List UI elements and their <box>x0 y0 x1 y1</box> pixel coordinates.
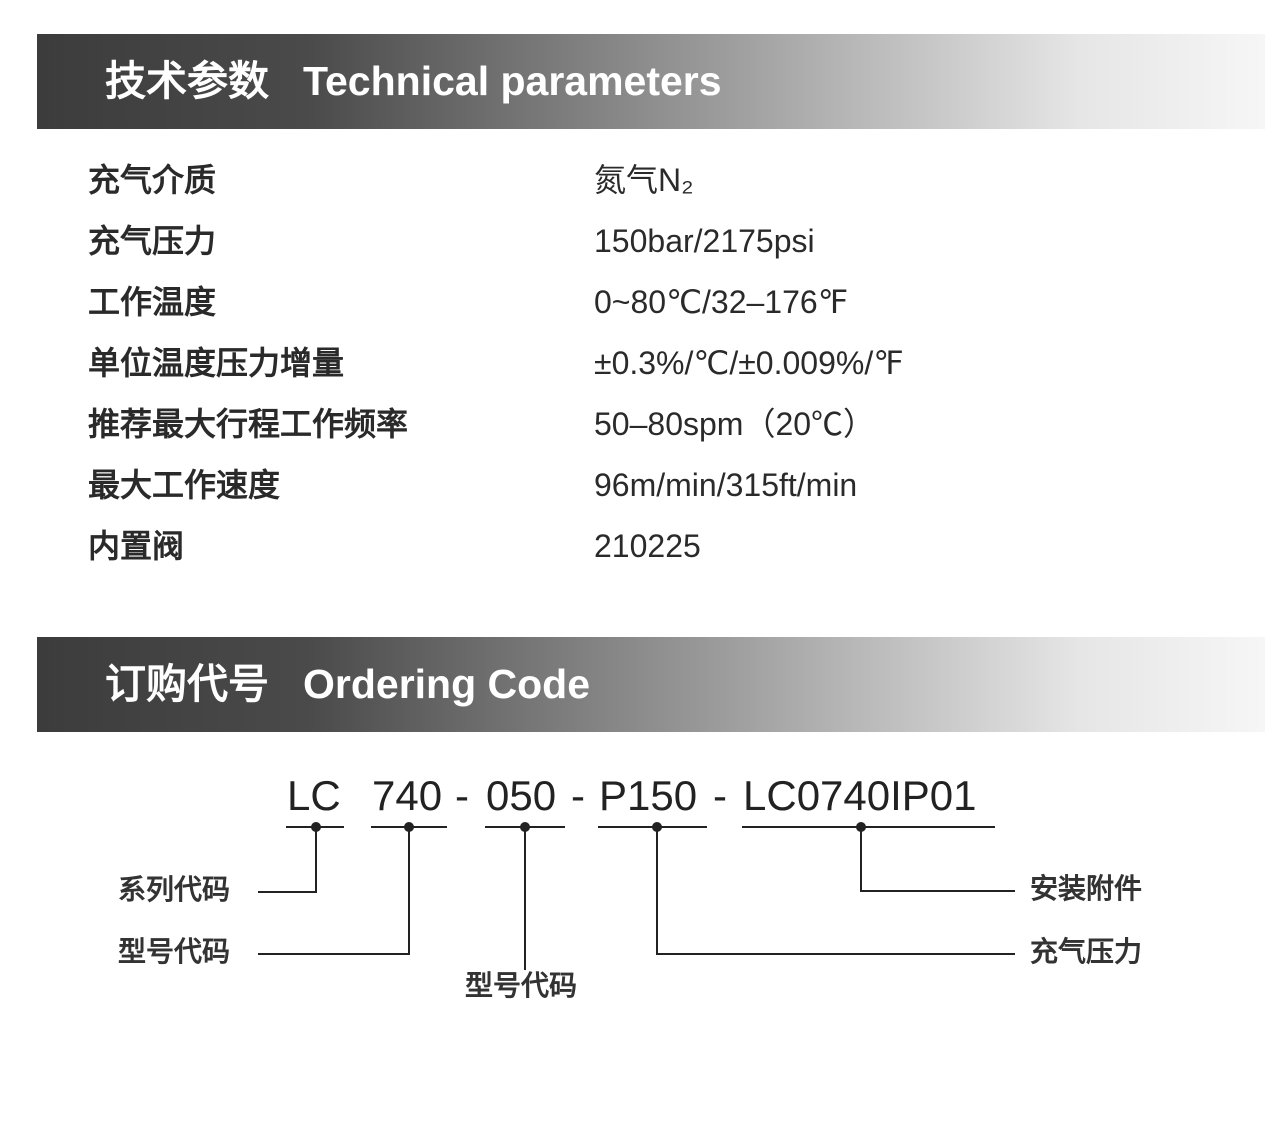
code-segment-series: LC <box>287 772 341 819</box>
code-connector-lines <box>258 822 1015 970</box>
parameter-value: 210225 <box>594 528 701 564</box>
connector-model-1 <box>258 827 410 955</box>
code-separator: - <box>455 772 469 819</box>
parameter-row: 工作温度 0~80℃/32–176℉ <box>88 274 1088 335</box>
section-title-zh: 订购代号 <box>105 660 269 708</box>
parameter-value: 0~80℃/32–176℉ <box>594 284 849 320</box>
label-pressure: 充气压力 <box>1030 935 1143 968</box>
parameter-value: 氮气N₂ <box>594 162 694 198</box>
parameter-label: 最大工作速度 <box>88 466 281 504</box>
connector-series <box>258 827 317 893</box>
parameter-value: 50–80spm（20℃） <box>594 406 876 442</box>
label-model-code-1: 型号代码 <box>118 935 231 968</box>
connector-dot <box>856 822 866 832</box>
connector-dot <box>520 822 530 832</box>
parameter-row: 单位温度压力增量 ±0.3%/℃/±0.009%/℉ <box>88 335 1088 396</box>
connector-pressure <box>656 827 1015 955</box>
parameter-row: 推荐最大行程工作频率 50–80spm（20℃） <box>88 396 1088 457</box>
parameter-value: ±0.3%/℃/±0.009%/℉ <box>594 345 904 381</box>
parameter-value: 150bar/2175psi <box>594 223 815 259</box>
label-series-code: 系列代码 <box>118 873 231 906</box>
ordering-code-banner: 订购代号 Ordering Code <box>37 637 1265 732</box>
parameter-label: 推荐最大行程工作频率 <box>88 405 409 443</box>
connector-dot <box>652 822 662 832</box>
parameter-row: 充气压力 150bar/2175psi <box>88 213 1088 274</box>
code-segment-accessory: LC0740IP01 <box>743 772 977 819</box>
parameter-label: 内置阀 <box>88 527 185 565</box>
code-segment-model-1: 740 <box>372 772 443 819</box>
technical-parameters-banner: 技术参数 Technical parameters <box>37 34 1265 129</box>
parameter-label: 充气压力 <box>88 222 217 260</box>
parameter-row: 最大工作速度 96m/min/315ft/min <box>88 457 1088 518</box>
parameters-table: 充气介质 氮气N₂ 充气压力 150bar/2175psi 工作温度 0~80℃… <box>88 152 1088 579</box>
ordering-code-title: 订购代号 Ordering Code <box>105 637 590 732</box>
section-title-en: Technical parameters <box>303 58 722 104</box>
parameter-label: 工作温度 <box>88 283 217 321</box>
parameter-value: 96m/min/315ft/min <box>594 467 858 503</box>
parameter-label: 单位温度压力增量 <box>88 344 345 382</box>
code-segment-pressure: P150 <box>599 772 698 819</box>
section-title-zh: 技术参数 <box>105 57 269 105</box>
code-segment-model-2: 050 <box>486 772 557 819</box>
section-title-en: Ordering Code <box>303 661 591 707</box>
connector-accessory <box>860 827 1015 892</box>
label-model-code-2: 型号代码 <box>465 969 578 1002</box>
parameter-label: 充气介质 <box>88 161 217 199</box>
parameter-row: 充气介质 氮气N₂ <box>88 152 1088 213</box>
connector-dot <box>404 822 414 832</box>
ordering-code-diagram: LC 740 - 050 - P150 - LC0740IP01 系列代码 型号… <box>0 760 1285 1060</box>
technical-parameters-title: 技术参数 Technical parameters <box>105 34 722 129</box>
connector-dot <box>311 822 321 832</box>
code-separator: - <box>571 772 585 819</box>
code-separator: - <box>713 772 727 819</box>
label-accessory: 安装附件 <box>1030 872 1143 905</box>
parameter-row: 内置阀 210225 <box>88 518 1088 579</box>
